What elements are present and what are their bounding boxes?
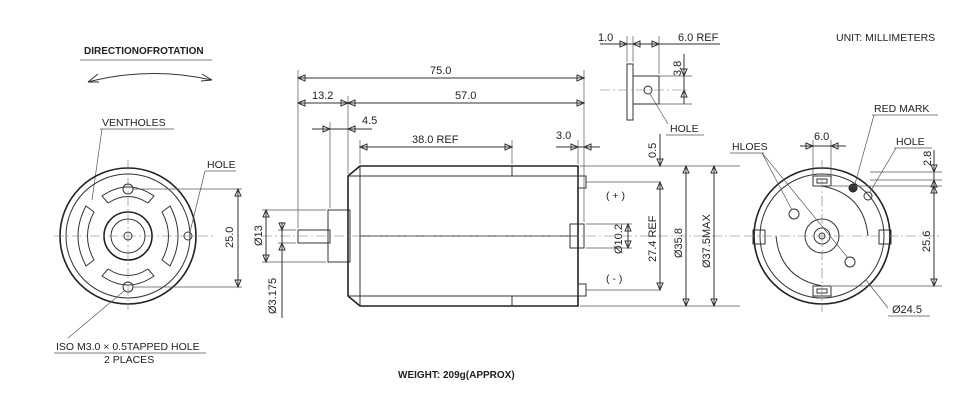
dim-3-8: 3.8 [672, 61, 684, 76]
dim-27-4-ref: 27.4 REF [647, 215, 659, 262]
side-view: ( + ) ( - ) 75.0 13.2 57.0 4.5 38.0 REF … [253, 65, 740, 318]
vent-slot [77, 205, 95, 267]
polarity-minus: ( - ) [606, 273, 622, 285]
dim-57: 57.0 [455, 90, 476, 102]
unit-note: UNIT: MILLIMETERS [836, 32, 935, 44]
dim-phi35-8: Ø35.8 [673, 228, 685, 258]
dim-0-5: 0.5 [647, 143, 659, 158]
terminal-plus [577, 175, 587, 189]
hole-label-right: HOLE [896, 136, 925, 148]
hole-label-left: HOLE [207, 159, 236, 171]
dim-4-5: 4.5 [362, 115, 377, 127]
shaft [297, 229, 331, 244]
dim-25-left: 25.0 [224, 227, 236, 248]
dim-phi3175: Ø3.175 [267, 278, 279, 314]
dim-6-ref: 6.0 REF [678, 32, 719, 44]
vent-slot [161, 205, 179, 267]
dim-13-2: 13.2 [312, 90, 333, 102]
terminal-minus [577, 283, 587, 297]
hloes-label: HLOES [732, 141, 768, 153]
dim-phi37-5-max: Ø37.5MAX [701, 214, 713, 268]
red-mark [848, 183, 858, 193]
tapped-hole-label: ISO M3.0 × 0.5TAPPED HOLE [56, 341, 200, 353]
red-mark-label: RED MARK [874, 103, 929, 115]
dim-2-8: 2.8 [922, 151, 934, 166]
dim-25-6: 25.6 [921, 231, 933, 252]
dim-1-0: 1.0 [598, 32, 613, 44]
terminal-detail: 1.0 6.0 REF 3.8 HOLE [598, 32, 720, 136]
left-end-view: DIRECTIONOFROTATION VENTHOLES HOLE 25.0 [54, 46, 242, 366]
ventholes-label: VENTHOLES [102, 117, 166, 129]
dim-75: 75.0 [430, 65, 451, 77]
dim-6-0: 6.0 [814, 131, 829, 143]
dim-phi13: Ø13 [253, 225, 265, 246]
right-end-view: HLOES RED MARK HOLE 6.0 2.8 25.6 Ø24.5 [730, 103, 942, 317]
vent-slot [101, 268, 155, 286]
polarity-plus: ( + ) [606, 190, 625, 202]
two-places-label: 2 PLACES [104, 354, 154, 366]
vent-slot [101, 186, 155, 204]
direction-of-rotation-label: DIRECTIONOFROTATION [84, 46, 204, 57]
rotation-arrow [87, 73, 213, 83]
hole-label-terminal: HOLE [670, 123, 699, 135]
front-boss [327, 209, 351, 263]
dim-38-ref: 38.0 REF [412, 134, 459, 146]
dim-phi24-5: Ø24.5 [892, 304, 922, 316]
dim-phi10-2: Ø10.2 [613, 224, 625, 254]
dim-3-0: 3.0 [556, 130, 571, 142]
weight-note: WEIGHT: 209g(APPROX) [398, 370, 515, 381]
